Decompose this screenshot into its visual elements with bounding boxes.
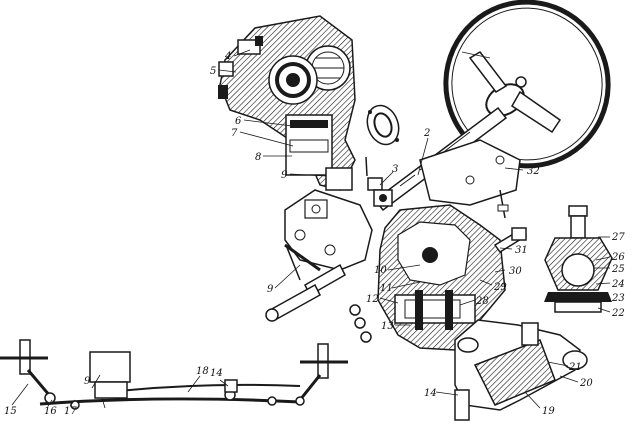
callout-15: 15: [4, 406, 17, 417]
power-unit-section: [377, 204, 528, 351]
steering-box-exterior: [265, 189, 373, 322]
universal-joint: [367, 177, 393, 207]
callout-21: 21: [568, 362, 582, 373]
callout-16: 16: [44, 406, 57, 417]
callout-10: 10: [374, 265, 387, 276]
column-bracket: [419, 139, 521, 219]
callout-6: 6: [235, 116, 242, 127]
leader-lines: [11, 49, 611, 409]
washers: [349, 304, 372, 343]
callout-18: 18: [196, 366, 209, 377]
steering-linkage: [0, 339, 348, 410]
callout-32: 32: [527, 166, 540, 177]
callout-7: 7: [231, 128, 238, 139]
callout-19: 19: [542, 406, 555, 417]
callout-30: 30: [509, 266, 522, 277]
callout-28: 28: [475, 296, 489, 307]
callout-23: 23: [611, 293, 625, 304]
callout-24: 24: [611, 279, 625, 290]
callout-3: 3: [392, 164, 398, 175]
callout-9-upper: 9: [281, 170, 288, 181]
callout-22: 22: [611, 308, 625, 319]
callout-13: 13: [381, 321, 394, 332]
callout-14-left: 14: [210, 368, 223, 379]
callout-9-lower: 9: [84, 376, 91, 387]
callout-29: 29: [493, 282, 507, 293]
callout-labels: 1 2 3 4 5 6 7 8 9 9 9 10 11 12 13 14 14 …: [4, 48, 625, 417]
callout-11: 11: [380, 283, 393, 294]
callout-9-middle: 9: [267, 284, 274, 295]
callout-5: 5: [210, 66, 216, 77]
gear-cover: [365, 104, 400, 177]
idler-arm-bracket: [454, 319, 588, 421]
callout-4: 4: [224, 51, 231, 62]
callout-25: 25: [611, 264, 625, 275]
callout-17: 17: [64, 406, 77, 417]
callout-1: 1: [449, 48, 455, 59]
callout-2: 2: [423, 128, 430, 139]
callout-27: 27: [611, 232, 625, 243]
callout-14-right: 14: [424, 388, 437, 399]
callout-26: 26: [611, 252, 625, 263]
callout-31: 31: [515, 245, 528, 256]
ball-joint-section: [544, 205, 613, 313]
callout-20: 20: [579, 378, 593, 389]
steering-gear-section: [218, 15, 356, 191]
callout-12: 12: [366, 294, 379, 305]
steering-wheel: [443, 0, 611, 169]
callout-8: 8: [255, 152, 261, 163]
